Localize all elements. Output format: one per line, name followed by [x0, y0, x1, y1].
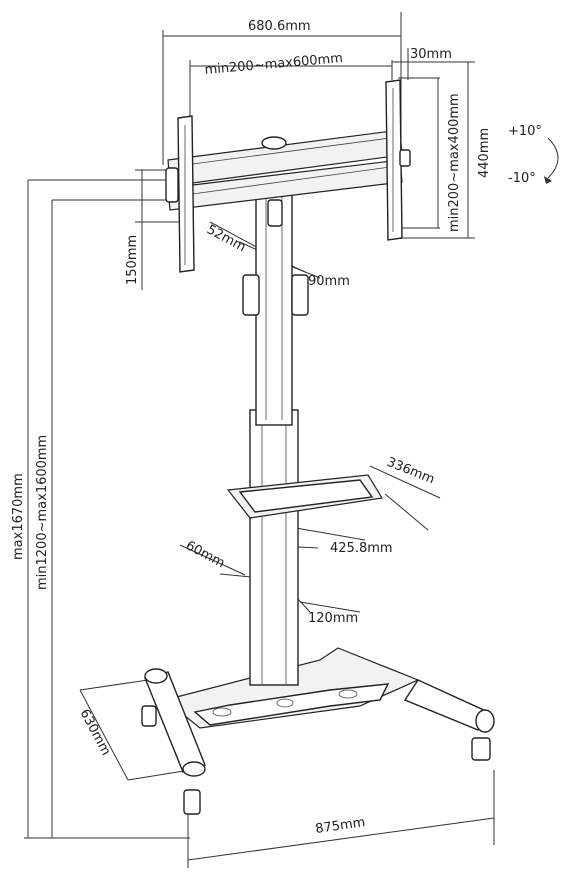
caster-wheels — [141, 705, 491, 815]
label-shelf-depth: 336mm — [385, 455, 437, 488]
label-bracket-arm: 150mm — [125, 235, 140, 285]
label-shelf-width: 425.8mm — [330, 541, 393, 556]
label-height-range: min1200~max1600mm — [35, 435, 50, 590]
tv-mount-bracket — [165, 79, 411, 273]
tilt-arrowhead-icon — [544, 176, 552, 184]
column — [242, 194, 309, 686]
label-bracket-height: 440mm — [477, 128, 492, 178]
dimension-lines — [24, 12, 495, 868]
av-shelf — [226, 474, 383, 519]
label-depth-offset: 30mm — [410, 47, 452, 62]
label-column-depth: 52mm — [204, 222, 248, 255]
label-tilt-up: +10° — [508, 124, 542, 139]
label-column-width: 90mm — [308, 274, 350, 289]
label-lower-column-width: 120mm — [308, 611, 358, 626]
base-frame — [144, 647, 495, 777]
label-vesa-height: min200~max400mm — [447, 93, 462, 232]
label-lower-column-depth: 60mm — [183, 538, 227, 571]
label-base-width: 875mm — [314, 815, 366, 837]
label-vesa-width: min200~max600mm — [204, 51, 343, 78]
label-base-depth: 630mm — [76, 707, 113, 758]
tilt-arrow-icon — [547, 137, 559, 179]
label-overall-width: 680.6mm — [248, 19, 311, 34]
label-tilt-down: -10° — [508, 171, 536, 186]
label-max-height: max1670mm — [11, 473, 26, 560]
